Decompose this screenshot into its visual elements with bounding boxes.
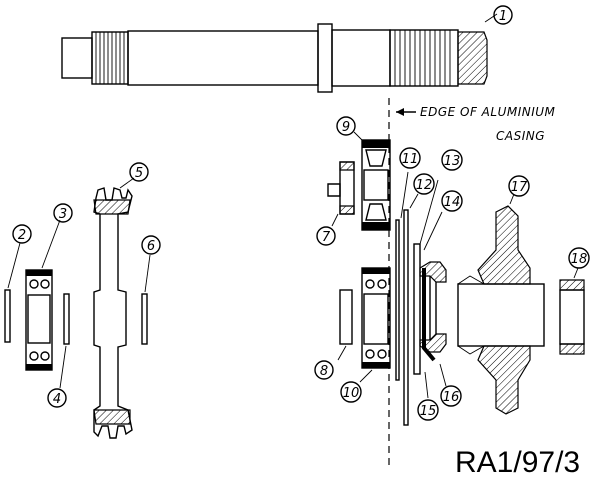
- bearing-10: [359, 267, 391, 383]
- callout-7: 7: [316, 226, 336, 246]
- svg-text:2: 2: [18, 228, 26, 243]
- svg-text:17: 17: [511, 180, 528, 195]
- callout-4: 4: [47, 388, 67, 408]
- svg-text:15: 15: [420, 404, 437, 419]
- svg-text:9: 9: [342, 120, 350, 135]
- spacer-8: [337, 289, 353, 361]
- callout-18: 18: [568, 247, 590, 269]
- svg-text:5: 5: [135, 166, 143, 181]
- collar-7: [327, 161, 355, 227]
- plates-11-12: [395, 171, 419, 426]
- callout-8: 8: [314, 360, 334, 380]
- svg-text:3: 3: [59, 207, 67, 222]
- callout-11: 11: [399, 147, 421, 169]
- sleeve-18: [559, 267, 585, 355]
- bearing-9: [353, 131, 391, 231]
- callout-14: 14: [441, 190, 463, 212]
- callout-1: 1: [493, 5, 513, 25]
- annotation-line-1: EDGE OF ALUMINIUM: [420, 105, 556, 119]
- svg-text:12: 12: [416, 178, 433, 193]
- shaft: [61, 13, 498, 93]
- callout-2: 2: [12, 224, 32, 244]
- callout-6: 6: [141, 235, 161, 255]
- reference-code: RA1/97/3: [455, 446, 580, 477]
- svg-text:18: 18: [571, 252, 588, 267]
- svg-text:6: 6: [147, 239, 155, 254]
- callout-9: 9: [336, 116, 356, 136]
- callout-5: 5: [129, 162, 149, 182]
- callout-3: 3: [53, 203, 73, 223]
- callout-15: 15: [417, 399, 439, 421]
- svg-text:4: 4: [53, 392, 61, 407]
- callout-16: 16: [440, 385, 462, 407]
- svg-text:16: 16: [443, 390, 460, 405]
- gear-5: [93, 177, 135, 439]
- washer-2: [4, 242, 21, 343]
- svg-text:13: 13: [444, 154, 461, 169]
- svg-text:10: 10: [343, 386, 360, 401]
- bearing-3: [25, 219, 61, 371]
- callout-17: 17: [508, 175, 530, 197]
- annotation-line-2: CASING: [496, 129, 545, 143]
- callout-13: 13: [441, 149, 463, 171]
- circlip-4: [59, 293, 70, 389]
- callout-12: 12: [413, 173, 435, 195]
- svg-text:7: 7: [322, 230, 331, 245]
- oil-seal: [413, 179, 447, 399]
- svg-text:8: 8: [320, 364, 328, 379]
- callout-10: 10: [340, 381, 362, 403]
- washer-6: [141, 254, 151, 345]
- flange-17: [457, 193, 545, 415]
- casing-edge-line: [388, 98, 416, 468]
- svg-text:14: 14: [444, 195, 461, 210]
- svg-text:1: 1: [499, 9, 507, 24]
- svg-text:11: 11: [402, 152, 419, 167]
